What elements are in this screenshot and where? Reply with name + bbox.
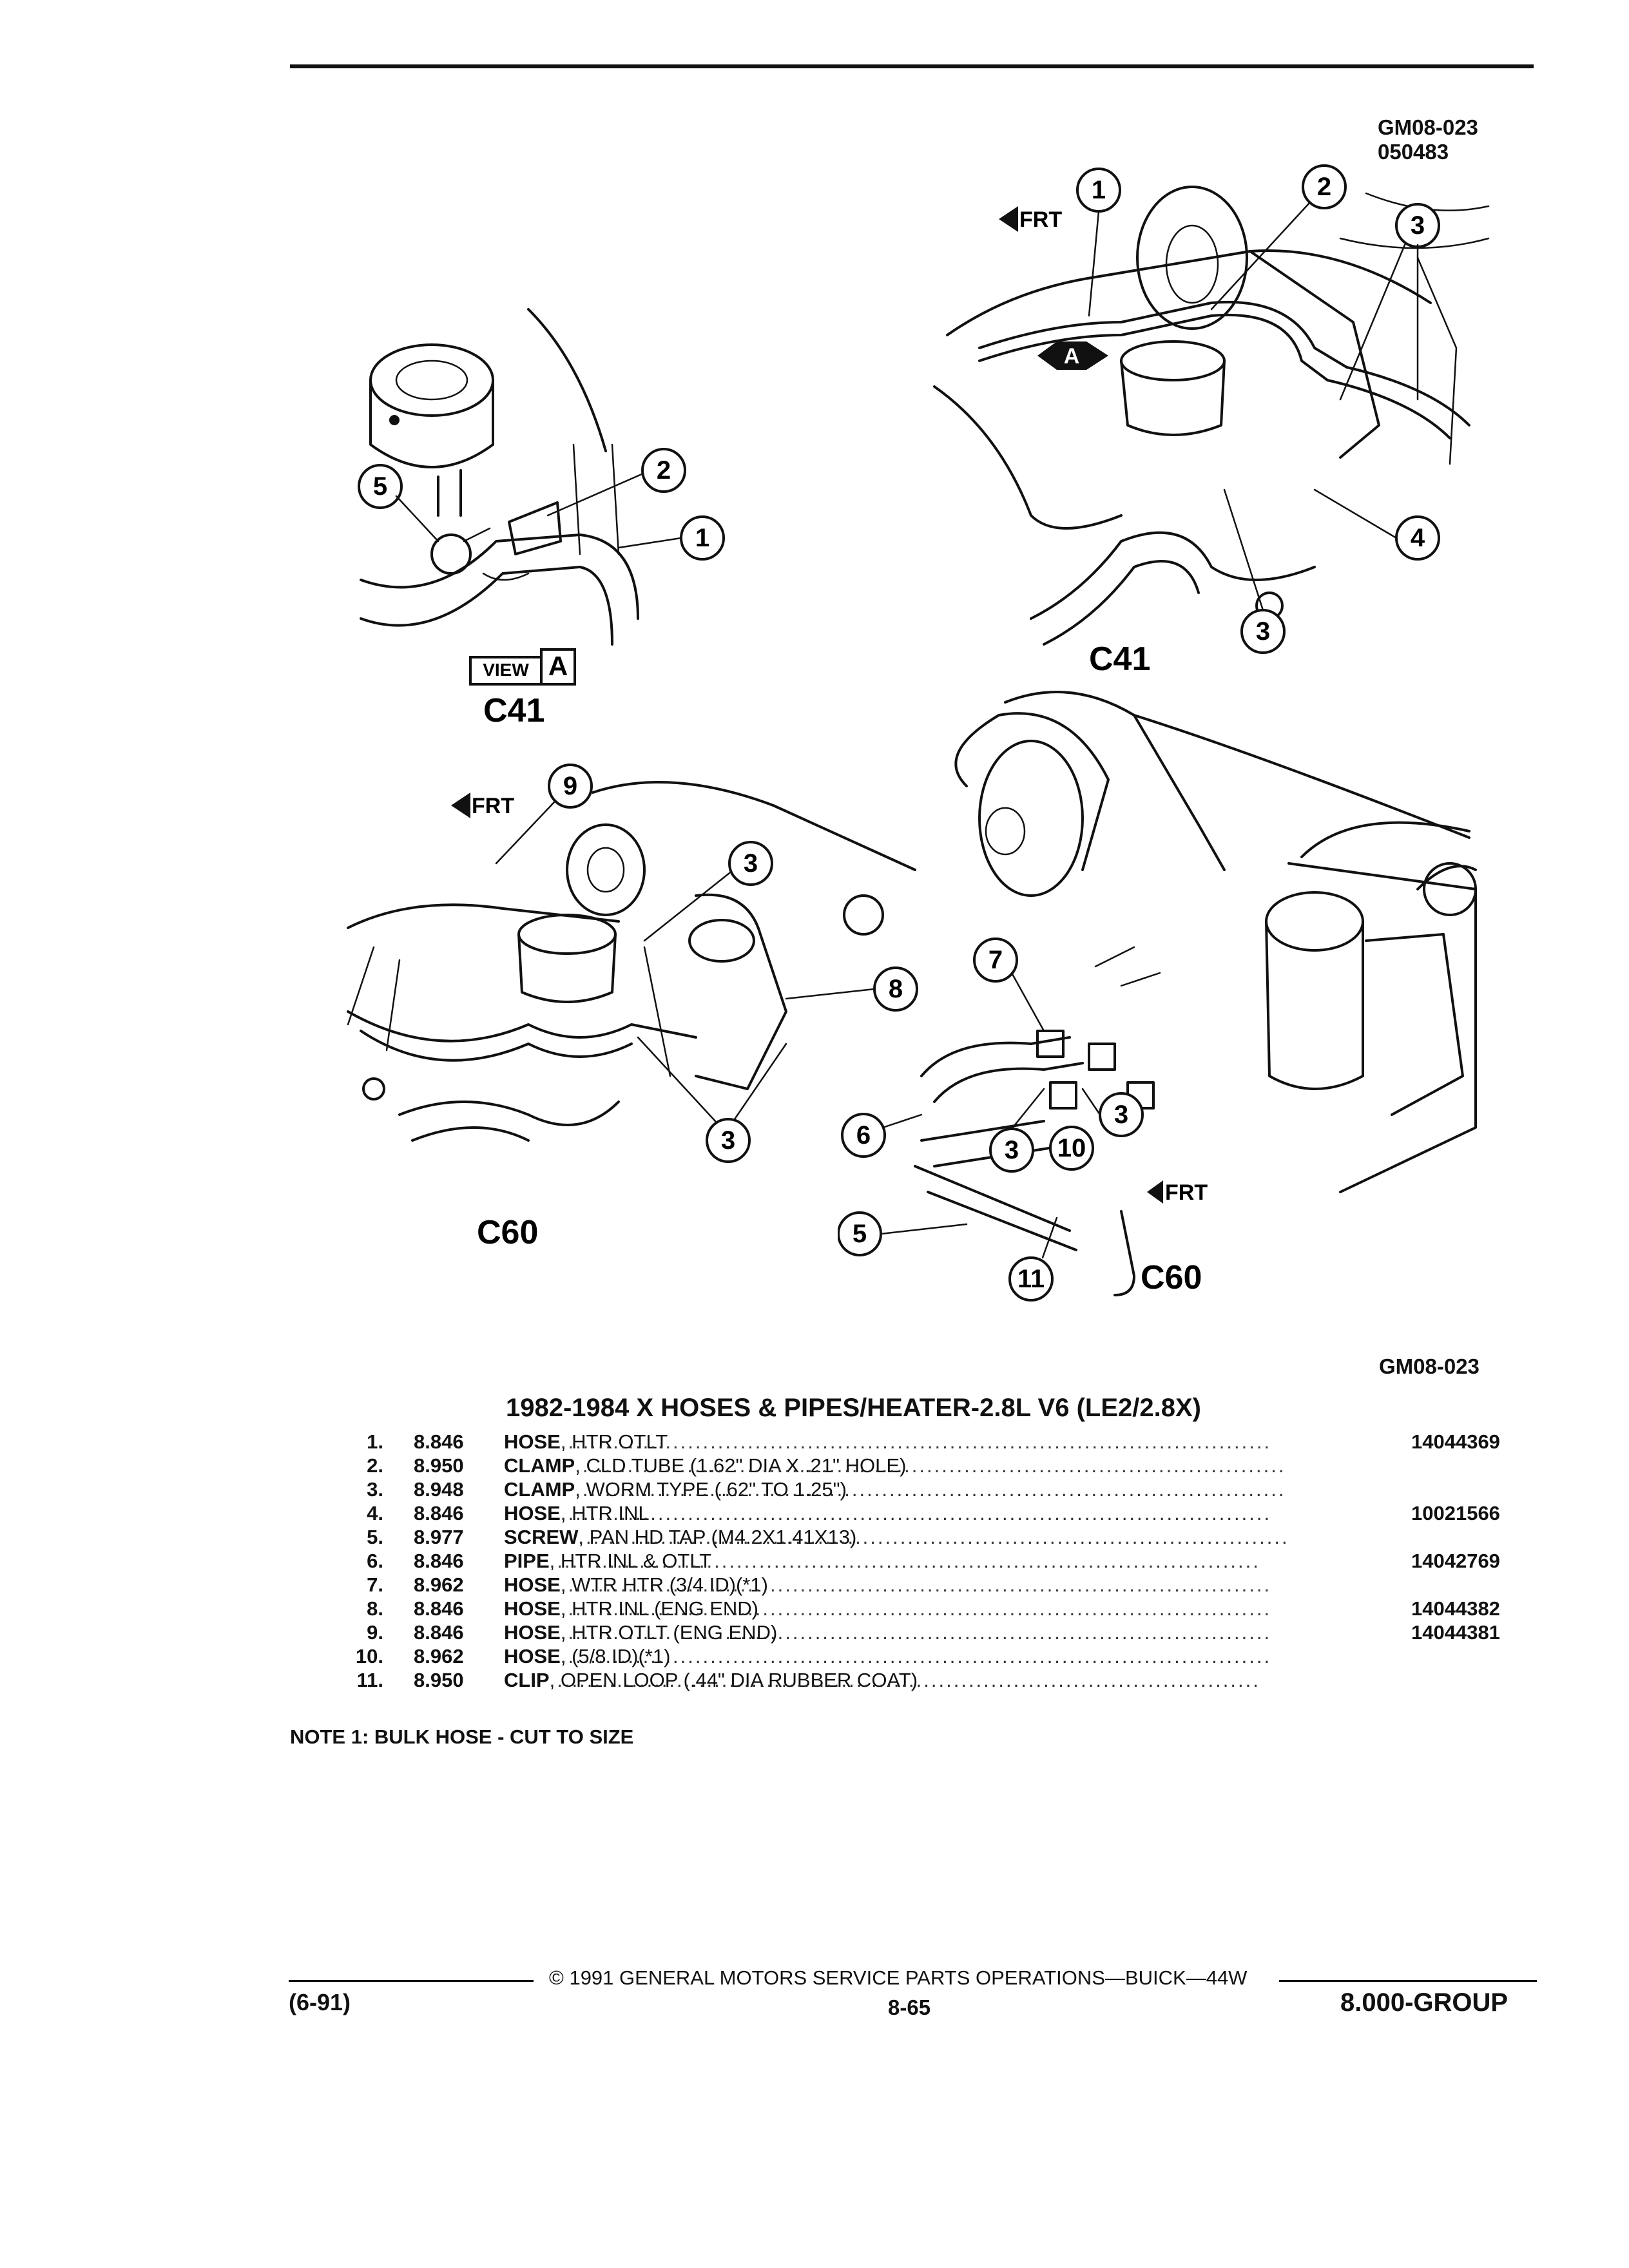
- callout-5: 5: [358, 464, 403, 509]
- callout-11: 11: [1008, 1256, 1054, 1302]
- c60-right-model-label: C60: [1141, 1259, 1202, 1296]
- callout-6: 6: [841, 1113, 886, 1158]
- svg-text:6: 6: [856, 1121, 871, 1149]
- svg-text:3: 3: [721, 1126, 735, 1155]
- c41-model-label: C41: [1089, 640, 1150, 678]
- view-letter: A: [548, 651, 568, 681]
- svg-text:11: 11: [1017, 1265, 1045, 1293]
- svg-text:9: 9: [563, 772, 577, 800]
- callout-3: 3: [989, 1128, 1034, 1173]
- svg-text:8: 8: [889, 975, 903, 1003]
- svg-text:3: 3: [1114, 1100, 1128, 1129]
- callout-4: 4: [1395, 515, 1440, 561]
- view-a-model-label: C41: [483, 692, 545, 729]
- callout-3: 3: [1395, 203, 1440, 248]
- svg-text:10: 10: [1057, 1134, 1086, 1162]
- view-a-illustration: 5 2 1 VIEW A C41: [358, 308, 725, 729]
- c41-arrow-label: A: [1064, 344, 1080, 369]
- view-word: VIEW: [483, 660, 529, 680]
- c60-left-front-label: FRT: [472, 794, 514, 818]
- svg-text:5: 5: [373, 472, 387, 501]
- svg-text:3: 3: [1256, 617, 1270, 646]
- c60-left-model-label: C60: [477, 1214, 538, 1251]
- c60-left-illustration: FRT 9 3 8 3 C60: [347, 764, 918, 1251]
- callout-3: 3: [1240, 609, 1286, 654]
- copyright: © 1991 GENERAL MOTORS SERVICE PARTS OPER…: [549, 1966, 1248, 1989]
- svg-text:2: 2: [1317, 173, 1331, 201]
- svg-text:4: 4: [1411, 524, 1425, 552]
- list-item: 2.8.950 CLAMP, CLD TUBE (1.62" DIA X .21…: [367, 1454, 1286, 1477]
- svg-text:2: 2: [657, 456, 671, 485]
- footer-rule-right: [1279, 1980, 1537, 1982]
- note: NOTE 1: BULK HOSE - CUT TO SIZE: [290, 1725, 634, 1748]
- svg-text:1: 1: [695, 524, 709, 552]
- list-item: 6.8.846 PIPE, HTR INL & OTLT ...........…: [367, 1550, 1500, 1572]
- c60-right-illustration: FRT 7 3 6 3 10 5 11 C60: [838, 691, 1477, 1302]
- figure-date: 050483: [1378, 140, 1449, 164]
- footer-rule-left: [289, 1980, 534, 1982]
- callout-3: 3: [1099, 1092, 1144, 1137]
- list-item: 10.8.962 HOSE, (5/8 ID)(*1) ............…: [355, 1645, 1272, 1667]
- svg-text:1: 1: [1092, 176, 1106, 204]
- figure-code: GM08-023: [1378, 115, 1478, 139]
- callout-10: 10: [1049, 1126, 1094, 1171]
- c41-front-label: FRT: [1019, 207, 1062, 232]
- callout-9: 9: [548, 764, 593, 809]
- callout-1: 1: [680, 515, 725, 561]
- callout-3: 3: [706, 1118, 751, 1163]
- parts-list: 1.8.846 HOSE, HTR OTLT .................…: [0, 1430, 1629, 1701]
- callout-7: 7: [973, 937, 1018, 983]
- svg-text:7: 7: [988, 946, 1003, 974]
- svg-text:3: 3: [1005, 1136, 1019, 1164]
- group-label: 8.000-GROUP: [1340, 1988, 1509, 2017]
- svg-text:5: 5: [853, 1220, 867, 1248]
- list-item: 8.8.846 HOSE, HTR INL (ENG END) ........…: [367, 1597, 1500, 1620]
- callout-1: 1: [1076, 168, 1121, 213]
- page-number: 8-65: [888, 1995, 931, 2019]
- list-item: 1.8.846 HOSE, HTR OTLT .................…: [367, 1430, 1500, 1453]
- list-item: 11.8.950 CLIP, OPEN LOOP (.44" DIA RUBBE…: [356, 1669, 1260, 1691]
- c41-illustration: FRT A 1 2 3 3 4 C41: [933, 164, 1490, 678]
- list-item: 9.8.846 HOSE, HTR OTLT (ENG END) .......…: [367, 1621, 1500, 1644]
- top-rule: [290, 64, 1534, 68]
- c60-right-front-label: FRT: [1165, 1180, 1208, 1205]
- figure-reference: GM08-023: [1379, 1354, 1480, 1378]
- list-item: 3.8.948 CLAMP, WORM TYPE (.62" TO 1.25")…: [367, 1478, 1286, 1501]
- callout-5: 5: [838, 1211, 882, 1256]
- svg-text:3: 3: [744, 849, 758, 878]
- callout-2: 2: [1302, 164, 1347, 209]
- list-item: 7.8.962 HOSE, WTR HTR (3/4 ID)(*1) .....…: [367, 1573, 1272, 1596]
- callout-3: 3: [728, 841, 773, 886]
- parts-list-title: 1982-1984 X HOSES & PIPES/HEATER-2.8L V6…: [506, 1394, 1201, 1422]
- callout-2: 2: [641, 448, 686, 493]
- list-item: 4.8.846 HOSE, HTR INL ..................…: [367, 1502, 1500, 1524]
- revision-date: (6-91): [289, 1989, 351, 2015]
- list-item: 5.8.977 SCREW, PAN HD TAP (M4.2X1.41X13)…: [367, 1526, 1289, 1548]
- svg-text:3: 3: [1411, 211, 1425, 240]
